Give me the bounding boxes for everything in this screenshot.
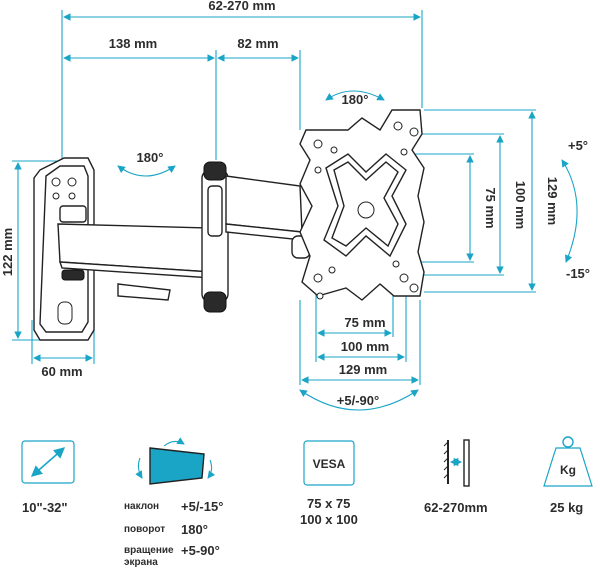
spec-screen-size: 10"-32" [22,500,68,515]
dim-tilt-down: -15° [566,266,590,281]
vesa-icon: VESA [303,440,355,486]
spec-tilt-value: +5/-15° [181,499,224,514]
spec-tilt-label: наклон [124,501,160,512]
spec-swivel-label: поворот [124,524,166,535]
spec-rotate-label-2: экрана [124,557,158,568]
spec-rotate-value: +5-90° [181,543,220,558]
spec-distance: 62-270mm [424,500,488,515]
vesa-plate [299,109,425,301]
spec-weight: 25 kg [550,500,584,515]
tilt-screen-icon [135,437,216,485]
spec-vesa-values-2: 100 x 100 [300,512,358,527]
dim-plate-129-h: 129 mm [545,177,560,225]
dim-arm-segment-2: 82 mm [237,36,278,51]
dim-plate-129: 129 mm [339,362,387,377]
spec-swivel-value: 180° [181,522,208,537]
dim-vesa-75-h: 75 mm [483,187,498,228]
dim-arm-segment-1: 138 mm [109,36,157,51]
dim-swivel: 180° [137,150,164,165]
dim-plate-height: 122 mm [0,228,15,276]
dim-rotation-bottom: +5/-90° [337,393,379,408]
vesa-badge-text: VESA [313,457,346,471]
arm-segment-1 [57,223,213,301]
swivel-arc [117,165,176,177]
dim-extension-range: 62-270 mm [208,0,275,13]
weight-badge-text: Kg [560,463,576,477]
dim-rotation-top: 180° [342,92,369,107]
spec-rotate-label-1: вращение [124,545,174,556]
arm-segment-2 [225,175,311,259]
tilt-arc [561,159,578,263]
dim-vesa-75: 75 mm [344,315,385,330]
weight-icon: Kg [543,436,593,487]
dim-vesa-100-h: 100 mm [513,181,528,229]
wall-distance-icon [443,439,470,487]
arm-joint [201,161,229,313]
dim-tilt-up: +5° [568,138,588,153]
rotation-arc-top [325,90,385,101]
dim-plate-width: 60 mm [41,364,82,379]
dim-vesa-100: 100 mm [341,339,389,354]
rotation-arc-bottom [299,389,419,411]
spec-vesa-values-1: 75 x 75 [307,496,351,511]
screen-diagonal-icon [21,440,75,484]
